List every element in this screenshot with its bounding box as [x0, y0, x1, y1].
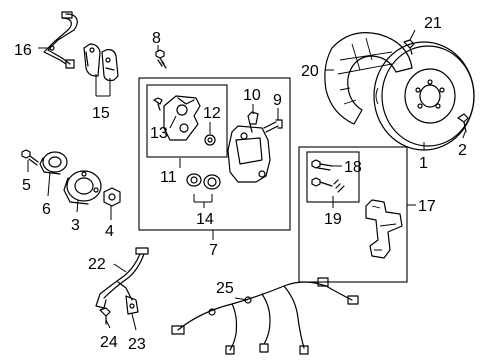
callout-7: 7 — [209, 242, 218, 259]
wheel-hub-6 — [39, 151, 68, 175]
caliper-carrier-7 — [227, 125, 271, 183]
callout-2: 2 — [458, 142, 467, 159]
callout-21: 21 — [424, 15, 442, 32]
speed-sensor-16 — [43, 11, 78, 69]
caliper-bracket-kit-box — [298, 146, 408, 283]
callout-10: 10 — [243, 87, 261, 104]
bolt-8 — [155, 49, 167, 69]
bearing-3 — [63, 170, 102, 205]
callout-24: 24 — [100, 334, 118, 351]
callout-11: 11 — [160, 169, 177, 186]
caliper-assembly-box — [138, 77, 291, 231]
bracket-23 — [125, 295, 139, 315]
guide-pin-10 — [247, 111, 259, 133]
caliper-bracket-17 — [365, 199, 403, 259]
brake-rotor-1 — [373, 41, 475, 151]
callout-19: 19 — [324, 211, 342, 228]
caliper-subassembly-box — [146, 84, 228, 158]
nut-4 — [103, 187, 121, 207]
callout-9: 9 — [273, 92, 282, 109]
callout-1: 1 — [419, 155, 428, 172]
callout-15: 15 — [92, 105, 110, 122]
callout-6: 6 — [42, 201, 51, 218]
washer-12 — [204, 134, 216, 146]
callout-17: 17 — [418, 198, 436, 215]
caliper-housing-13 — [163, 95, 201, 141]
callout-4: 4 — [105, 223, 114, 240]
brake-pads-15 — [83, 43, 119, 82]
splash-shield-20 — [324, 32, 413, 125]
bolt-24 — [99, 307, 111, 325]
callout-13: 13 — [150, 125, 168, 142]
callout-25: 25 — [216, 280, 234, 297]
bolt-18 — [311, 159, 333, 171]
callout-14: 14 — [196, 211, 214, 228]
callout-8: 8 — [152, 30, 161, 47]
callout-16: 16 — [14, 42, 32, 59]
bolt-19 — [311, 177, 345, 193]
leader-lines — [27, 29, 466, 331]
callout-12: 12 — [203, 105, 221, 122]
bolt-21 — [403, 39, 415, 55]
callout-20: 20 — [301, 63, 319, 80]
bolt-5 — [21, 149, 39, 166]
callout-3: 3 — [71, 217, 80, 234]
callout-5: 5 — [22, 177, 31, 194]
callout-22: 22 — [88, 256, 106, 273]
wiring-harness-25 — [171, 277, 359, 355]
callout-23: 23 — [128, 336, 146, 353]
bleeder-screw-13 — [153, 97, 163, 111]
callout-18: 18 — [344, 159, 362, 176]
screw-2 — [457, 113, 469, 133]
dust-seals-14 — [186, 173, 221, 190]
brake-hose-22 — [95, 247, 149, 309]
bolt-9 — [263, 119, 283, 133]
